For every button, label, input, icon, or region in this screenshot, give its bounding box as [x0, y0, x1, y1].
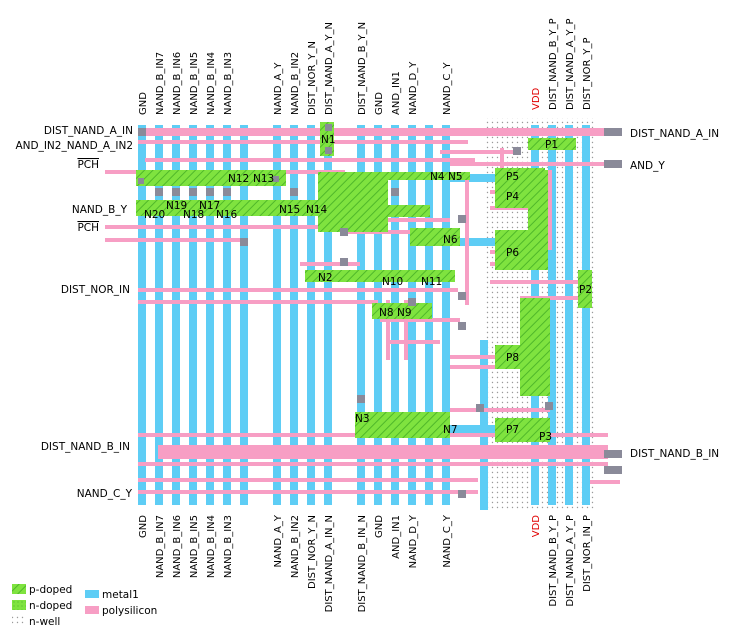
bottom-label: GND	[138, 515, 149, 538]
top-label: NAND_C_Y	[442, 62, 453, 115]
bottom-label-vdd: VDD	[531, 515, 542, 538]
bottom-label: DIST_NAND_A_IN_N	[324, 515, 335, 612]
bottom-label: DIST_NAND_A_Y_P	[565, 515, 576, 607]
top-label: NAND_B_IN4	[206, 52, 217, 115]
transistor-label: N14	[306, 204, 328, 216]
right-labels: DIST_NAND_A_IN AND_Y DIST_NAND_B_IN	[630, 128, 719, 460]
legend-label: polysilicon	[102, 605, 157, 617]
top-label: NAND_B_IN3	[223, 52, 234, 115]
transistor-label: N8	[379, 307, 394, 319]
bottom-label: NAND_B_IN4	[206, 515, 217, 578]
left-label: NAND_C_Y	[77, 488, 133, 500]
transistor-label: N11	[421, 276, 442, 288]
left-label: AND_IN2_NAND_A_IN2	[15, 140, 133, 152]
bottom-label: NAND_B_IN7	[155, 515, 166, 578]
transistor-label: N9	[397, 307, 412, 319]
top-label: NAND_D_Y	[408, 61, 419, 115]
left-label: DIST_NAND_B_IN	[41, 441, 130, 453]
legend-swatch-p-doped	[12, 584, 26, 594]
transistor-label: P4	[506, 191, 519, 203]
top-label: NAND_B_IN7	[155, 52, 166, 115]
top-label-vdd: VDD	[531, 87, 542, 110]
transistor-label: P5	[506, 171, 519, 183]
top-label: GND	[138, 92, 149, 115]
legend-label: p-doped	[29, 584, 72, 596]
transistor-label: P1	[545, 139, 558, 151]
transistor-label: P7	[506, 424, 519, 436]
right-label: DIST_NAND_B_IN	[630, 448, 719, 460]
top-label: NAND_B_IN2	[290, 52, 301, 115]
transistor-label: N17	[199, 200, 220, 212]
bottom-labels: GND NAND_B_IN7 NAND_B_IN6 NAND_B_IN5 NAN…	[138, 514, 593, 612]
transistor-label: N12	[228, 173, 249, 185]
transistor-label: N13	[253, 173, 274, 185]
bottom-label: NAND_C_Y	[442, 514, 453, 567]
transistor-label: N16	[216, 209, 238, 221]
transistor-label: N4	[430, 171, 445, 183]
top-label: GND	[374, 92, 385, 115]
left-label-overline: PCH	[77, 159, 99, 171]
transistor-label: N20	[144, 209, 165, 221]
transistor-label: P8	[506, 352, 519, 364]
legend-swatch-metal1	[85, 590, 99, 598]
transistor-label: N7	[443, 424, 458, 436]
diffusion-layer	[136, 122, 592, 442]
legend-label: n-doped	[29, 600, 72, 612]
left-label: DIST_NOR_IN	[61, 284, 130, 296]
bottom-label: NAND_D_Y	[408, 514, 419, 568]
transistor-label: N2	[318, 272, 333, 284]
transistor-label: N10	[382, 276, 403, 288]
legend-label: metal1	[102, 589, 139, 601]
transistor-label: N5	[448, 171, 463, 183]
bottom-label: NAND_A_Y	[273, 514, 284, 567]
left-label: NAND_B_Y	[72, 204, 128, 216]
top-label: NAND_B_IN6	[172, 52, 183, 115]
bottom-label: AND_IN1	[391, 515, 402, 559]
bottom-label: NAND_B_IN2	[290, 515, 301, 578]
transistor-label: P3	[539, 431, 552, 443]
legend-swatch-n-doped	[12, 600, 26, 610]
bottom-label: DIST_NOR_IN_P	[582, 515, 593, 592]
left-label-overline: PCH	[77, 222, 99, 234]
bottom-label: GND	[374, 515, 385, 538]
transistor-label: P2	[579, 284, 592, 296]
top-label: NAND_A_Y	[273, 62, 284, 115]
legend: p-doped n-doped n-well metal1 polysilico…	[12, 584, 157, 628]
transistor-label: N19	[166, 200, 187, 212]
top-label: DIST_NAND_A_Y_N	[324, 22, 335, 115]
legend-label: n-well	[29, 616, 60, 628]
left-label: DIST_NAND_A_IN	[44, 125, 133, 137]
right-label: DIST_NAND_A_IN	[630, 128, 719, 140]
transistor-labels: N1 N12 N13 N4 N5 P5 P1 P4 N19 N17 N20 N1…	[144, 134, 592, 443]
top-label: DIST_NOR_Y_P	[582, 37, 593, 110]
transistor-label: N1	[321, 134, 336, 146]
bottom-label: NAND_B_IN3	[223, 515, 234, 578]
bottom-label: NAND_B_IN6	[172, 515, 183, 578]
top-label: DIST_NOR_Y_N	[307, 41, 318, 115]
top-label: AND_IN1	[391, 71, 402, 115]
transistor-label: P6	[506, 247, 519, 259]
top-label: DIST_NAND_A_Y_P	[565, 18, 576, 110]
top-labels: GND NAND_B_IN7 NAND_B_IN6 NAND_B_IN5 NAN…	[138, 18, 593, 115]
bottom-label: DIST_NAND_B_IN_N	[357, 515, 368, 612]
contacts-layer	[138, 124, 622, 498]
top-label: NAND_B_IN5	[189, 52, 200, 115]
legend-swatch-polysilicon	[85, 606, 99, 614]
transistor-label: N15	[279, 204, 300, 216]
left-labels: DIST_NAND_A_IN AND_IN2_NAND_A_IN2 PCH NA…	[15, 125, 133, 500]
bottom-label: DIST_NOR_Y_N	[307, 515, 318, 589]
transistor-label: N18	[183, 209, 204, 221]
top-label: DIST_NAND_B_Y_P	[548, 18, 559, 110]
transistor-label: N6	[443, 234, 458, 246]
transistor-label: N3	[355, 413, 370, 425]
legend-swatch-n-well	[12, 616, 26, 626]
right-label: AND_Y	[630, 160, 665, 172]
bottom-label: NAND_B_IN5	[189, 515, 200, 578]
top-label: DIST_NAND_B_Y_N	[357, 22, 368, 115]
metal1-layer	[138, 125, 590, 510]
bottom-label: DIST_NAND_B_Y_P	[548, 515, 559, 607]
